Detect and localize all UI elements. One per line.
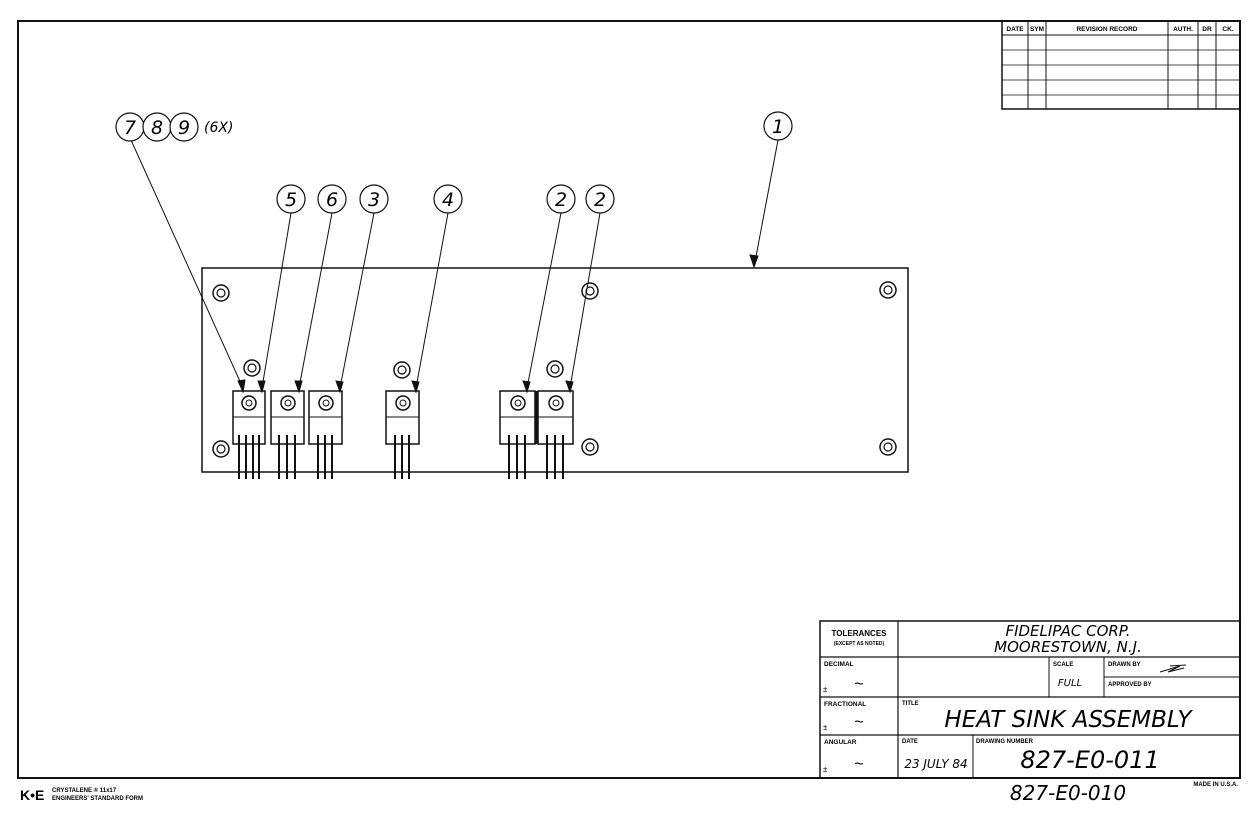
- rev-header-dr: DR: [1202, 26, 1212, 33]
- mounting-hole: [212, 284, 230, 302]
- drawing-title: HEAT SINK ASSEMBLY: [944, 707, 1193, 733]
- mounting-hole: [581, 438, 599, 456]
- date-label: DATE: [902, 739, 918, 745]
- scale-value: FULL: [1058, 678, 1082, 689]
- transistor: [270, 390, 305, 479]
- leader-lines: [130, 139, 779, 394]
- callout-group-7-8-9: [115, 112, 199, 142]
- decimal-pm: ±: [823, 685, 828, 694]
- callout-9: 9: [178, 117, 190, 139]
- rev-header-date: DATE: [1006, 26, 1024, 33]
- mounting-holes: [212, 281, 897, 458]
- mounting-hole: [879, 281, 897, 299]
- made-in-usa: MADE IN U.S.A.: [1193, 782, 1238, 788]
- transistor: [232, 390, 266, 479]
- title-block: [819, 620, 1241, 779]
- callout-6: 6: [326, 189, 338, 211]
- drawing-number-label: DRAWING NUMBER: [976, 739, 1034, 745]
- callout-7: 7: [124, 117, 136, 139]
- transistors: [232, 390, 574, 479]
- transistor: [308, 390, 343, 479]
- title-label: TITLE: [902, 701, 919, 707]
- callout-3: 3: [368, 189, 380, 211]
- fractional-value: ~: [854, 714, 863, 731]
- company-name: FIDELIPAC CORP.: [1005, 622, 1130, 640]
- angular-value: ~: [854, 756, 863, 773]
- drawing-number: 827-E0-011: [1020, 746, 1159, 774]
- sheet-border: [17, 20, 1241, 779]
- rev-header-auth: AUTH.: [1173, 26, 1193, 33]
- rev-header-record: REVISION RECORD: [1076, 26, 1137, 33]
- mounting-hole: [546, 360, 564, 378]
- mounting-hole: [243, 359, 261, 377]
- form-line-2: ENGINEERS' STANDARD FORM: [52, 796, 143, 802]
- rev-header-sym: SYM: [1030, 26, 1044, 33]
- mounting-hole: [581, 282, 599, 300]
- revision-record-table: DATE SYM REVISION RECORD AUTH. DR CK.: [1001, 20, 1241, 110]
- drawn-by-label: DRAWN BY: [1108, 662, 1141, 668]
- callout-1: 1: [772, 116, 784, 138]
- drawn-by-signature: [1159, 664, 1187, 673]
- date-value: 23 JULY 84: [904, 757, 967, 771]
- form-line-1: CRYSTALENE ® 11x17: [52, 787, 117, 794]
- tolerances-label: TOLERANCES: [832, 629, 888, 638]
- callout-2a: 2: [555, 189, 567, 211]
- scale-label: SCALE: [1053, 662, 1073, 668]
- callout-5: 5: [285, 189, 297, 211]
- decimal-value: ~: [854, 676, 863, 693]
- callout-row-balloons: [276, 184, 615, 214]
- mounting-hole: [393, 361, 411, 379]
- callout-balloon: [763, 111, 793, 141]
- callout-4: 4: [442, 189, 454, 211]
- fractional-label: FRACTIONAL: [824, 701, 866, 708]
- mounting-hole: [879, 438, 897, 456]
- bottom-drawing-number: 827-E0-010: [1010, 781, 1126, 805]
- callout-2b: 2: [594, 189, 606, 211]
- mounting-hole: [212, 440, 230, 458]
- fractional-pm: ±: [823, 723, 828, 732]
- callout-8: 8: [151, 117, 163, 139]
- transistor: [537, 390, 574, 479]
- approved-by-label: APPROVED BY: [1108, 682, 1152, 688]
- transistor-spacer: [535, 391, 538, 444]
- callout-qty: (6X): [204, 120, 233, 136]
- company-location: MOORESTOWN, N.J.: [994, 638, 1142, 656]
- angular-label: ANGULAR: [824, 739, 857, 746]
- transistor: [385, 390, 420, 479]
- angular-pm: ±: [823, 765, 828, 774]
- rev-header-ck: CK.: [1222, 26, 1233, 33]
- tolerances-note: (EXCEPT AS NOTED): [834, 641, 885, 647]
- decimal-label: DECIMAL: [824, 661, 854, 668]
- ke-logo: K•E: [20, 787, 44, 803]
